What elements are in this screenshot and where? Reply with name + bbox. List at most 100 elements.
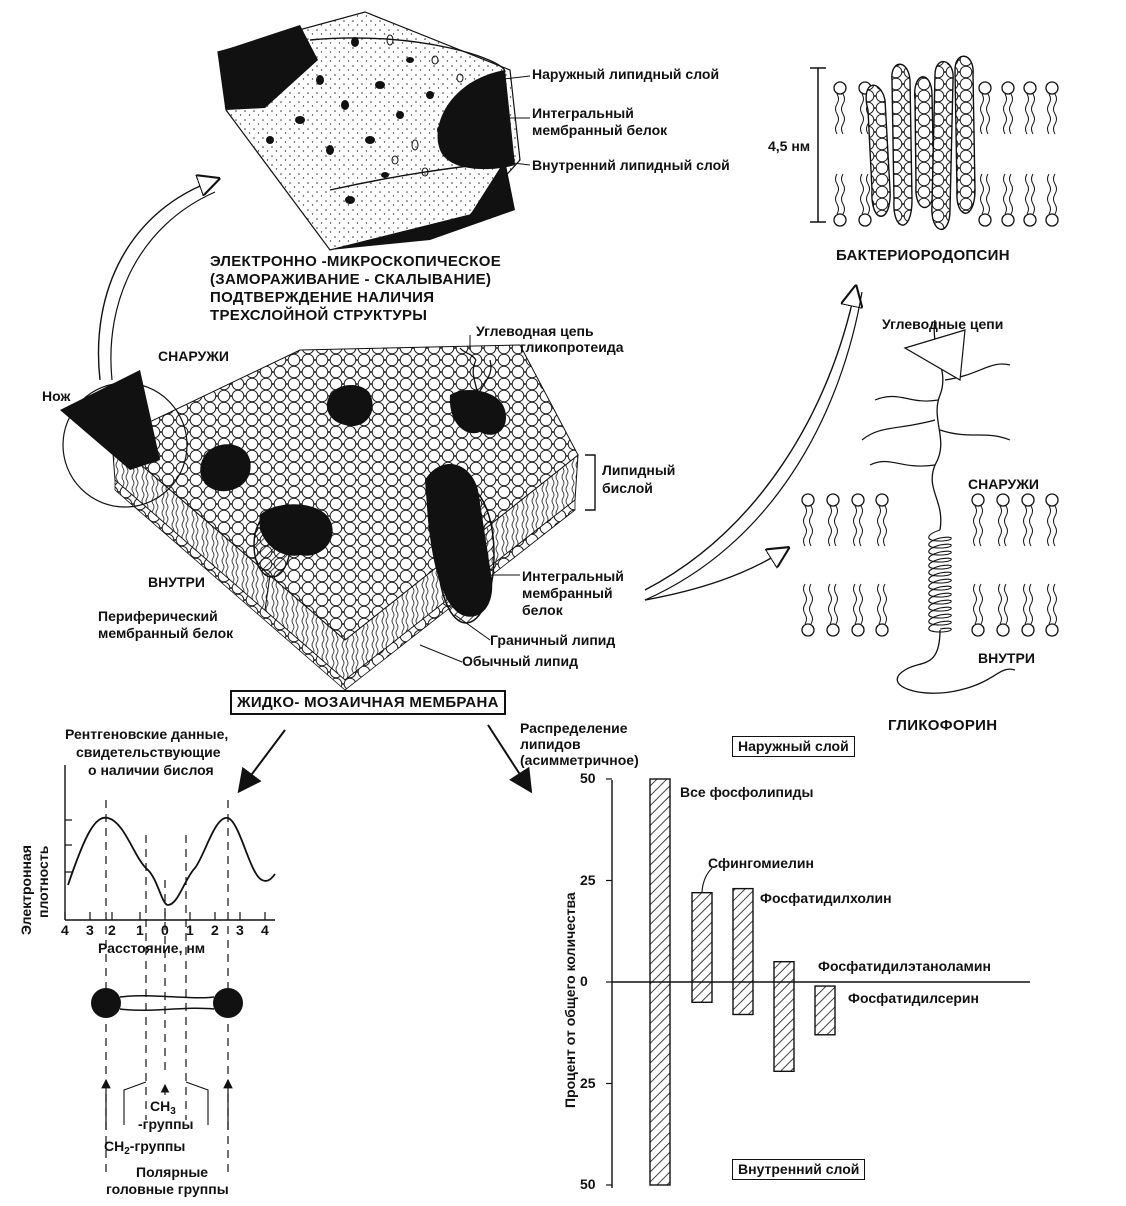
ch2-text: CH (104, 1138, 125, 1154)
bar-label: Все фосфолипиды (680, 784, 814, 800)
xray-caption-1: Рентгеновские данные, (65, 726, 229, 742)
knife-to-fracture-arrow (97, 180, 215, 381)
label-outside-glycophorin: СНАРУЖИ (968, 476, 1039, 492)
ch2-groups-text: -группы (129, 1138, 186, 1154)
bar-5 (814, 985, 836, 1036)
xray-tick-label: 1 (136, 922, 144, 938)
bar-label: Фосфатидилхолин (760, 890, 892, 906)
chart-y-tick-label: 50 (580, 1176, 596, 1192)
label-integral-3: белок (522, 602, 563, 618)
membrane-to-bacteriorhodopsin-arrow (644, 290, 855, 591)
label-bilayer-2: бислой (602, 480, 653, 496)
chart-y-tick-label: 50 (580, 770, 596, 786)
xray-caption-3: о наличии бислоя (88, 762, 214, 778)
xray-ylabel-2: плотность (35, 845, 51, 918)
chart-y-tick-label: 25 (580, 1074, 596, 1091)
fluid-mosaic-illustration (60, 335, 596, 691)
xray-tick-label: 3 (236, 922, 244, 938)
label-peripheral-2: мембранный белок (98, 625, 234, 641)
freeze-fracture-illustration (217, 11, 531, 251)
bar-label: Фосфатидилсерин (848, 990, 979, 1006)
label-integral-protein-top-1: Интегральный (532, 105, 634, 121)
lipid-molecule-sketch (91, 988, 243, 1130)
glycophorin-title: ГЛИКОФОРИН (888, 717, 998, 734)
distribution-caption-3: (асимметричное) (520, 752, 639, 768)
bar-label: Фосфатидилэтаноламин (818, 958, 991, 974)
ch3-sub: 3 (170, 1106, 176, 1117)
lipid-distribution-chart (606, 778, 1030, 1188)
xray-tick-label: 2 (108, 922, 116, 938)
em-caption-line-2: (ЗАМОРАЖИВАНИЕ - СКАЛЫВАНИЕ) (210, 271, 492, 288)
label-peripheral-1: Периферический (98, 608, 218, 624)
chart-ylabel: Процент от общего количества (562, 892, 578, 1108)
distribution-caption-2: липидов (520, 736, 581, 752)
sphingomyelin-leader (701, 867, 713, 894)
glycophorin-illustration (801, 319, 1059, 694)
glycophorin-lipid (1045, 493, 1059, 637)
xray-ylabel-1: Электронная (18, 845, 34, 935)
label-integral-protein-top-2: мембранный белок (532, 122, 668, 138)
xray-xlabel: Расстояние, нм (98, 940, 206, 956)
label-ch2: CH2-группы (104, 1138, 185, 1160)
bacteriorhodopsin-thickness: 4,5 нм (768, 138, 811, 154)
glycophorin-lipid (801, 493, 815, 637)
label-carbohydrate-chains: Углеводные цепи (882, 316, 1004, 332)
glycophorin-lipid (826, 493, 840, 637)
label-integral-2: мембранный (522, 585, 613, 601)
label-boundary-lipid: Граничный липид (490, 632, 616, 648)
em-caption-line-4: ТРЕХСЛОЙНОЙ СТРУКТУРЫ (210, 307, 428, 324)
label-outer-lipid-layer: Наружный липидный слой (532, 66, 720, 82)
label-inside-membrane: ВНУТРИ (148, 574, 205, 590)
label-glycoprotein-chain-1: Углеводная цепь (476, 323, 594, 339)
em-caption-line-3: ПОДТВЕРЖДЕНИЕ НАЛИЧИЯ (210, 289, 435, 306)
distribution-caption-1: Распределение (520, 720, 628, 736)
glycophorin-lipid (1021, 493, 1035, 637)
chart-y-tick-label: 0 (580, 973, 588, 989)
label-polar-2: головные группы (106, 1181, 229, 1197)
label-ordinary-lipid: Обычный липид (462, 653, 578, 669)
bacteriorhodopsin-lipid (1001, 81, 1015, 227)
bar-label: Сфингомиелин (708, 855, 814, 871)
inner-layer-label: Внутренний слой (732, 1159, 866, 1180)
label-ch3: CH3 (150, 1098, 176, 1120)
chart-y-tick-label: 25 (580, 871, 596, 888)
bacteriorhodopsin-lipid (1045, 81, 1059, 227)
glycophorin-lipid (875, 493, 889, 637)
ch2-sub: 2 (124, 1146, 130, 1157)
label-bilayer-1: Липидный (602, 462, 676, 478)
glycophorin-lipid (996, 493, 1010, 637)
label-polar-1: Полярные (136, 1164, 209, 1180)
ch3-text: CH (150, 1098, 171, 1114)
label-ch3-groups: -группы (138, 1116, 194, 1132)
em-caption-line-1: ЭЛЕКТРОННО -МИКРОСКОПИЧЕСКОЕ (210, 253, 502, 270)
bacteriorhodopsin-lipid (1023, 81, 1037, 227)
bar-1 (649, 778, 671, 1186)
xray-tick-label: 0 (161, 922, 169, 938)
xray-tick-label: 1 (186, 922, 194, 938)
bacteriorhodopsin-title: БАКТЕРИОРОДОПСИН (836, 247, 1010, 264)
label-integral-1: Интегральный (522, 568, 624, 584)
label-inner-lipid-layer: Внутренний липидный слой (532, 157, 730, 173)
bacteriorhodopsin-lipid (978, 81, 992, 227)
label-knife: Нож (42, 388, 71, 404)
xray-plot (64, 724, 533, 921)
bacteriorhodopsin-illustration (810, 55, 1059, 231)
label-inside-glycophorin: ВНУТРИ (978, 650, 1035, 666)
glycophorin-lipid (851, 493, 865, 637)
xray-tick-label: 4 (261, 922, 269, 938)
xray-tick-label: 2 (211, 922, 219, 938)
bar-4 (773, 961, 795, 1073)
xray-tick-label: 3 (86, 922, 94, 938)
membrane-to-glycophorin-arrow (644, 550, 785, 601)
outer-layer-label: Наружный слой (732, 736, 855, 757)
xray-tick-label: 4 (61, 922, 69, 938)
label-glycoprotein-chain-2: гликопротеида (520, 339, 624, 355)
fluid-mosaic-title: ЖИДКО- МОЗАИЧНАЯ МЕМБРАНА (230, 690, 506, 715)
glycophorin-helix (928, 529, 952, 633)
glycophorin-lipid (971, 493, 985, 637)
bacteriorhodopsin-lipid (833, 81, 847, 227)
bar-3 (732, 887, 754, 1016)
label-outside-membrane: СНАРУЖИ (158, 348, 229, 364)
xray-caption-2: свидетельствующие (76, 744, 221, 760)
